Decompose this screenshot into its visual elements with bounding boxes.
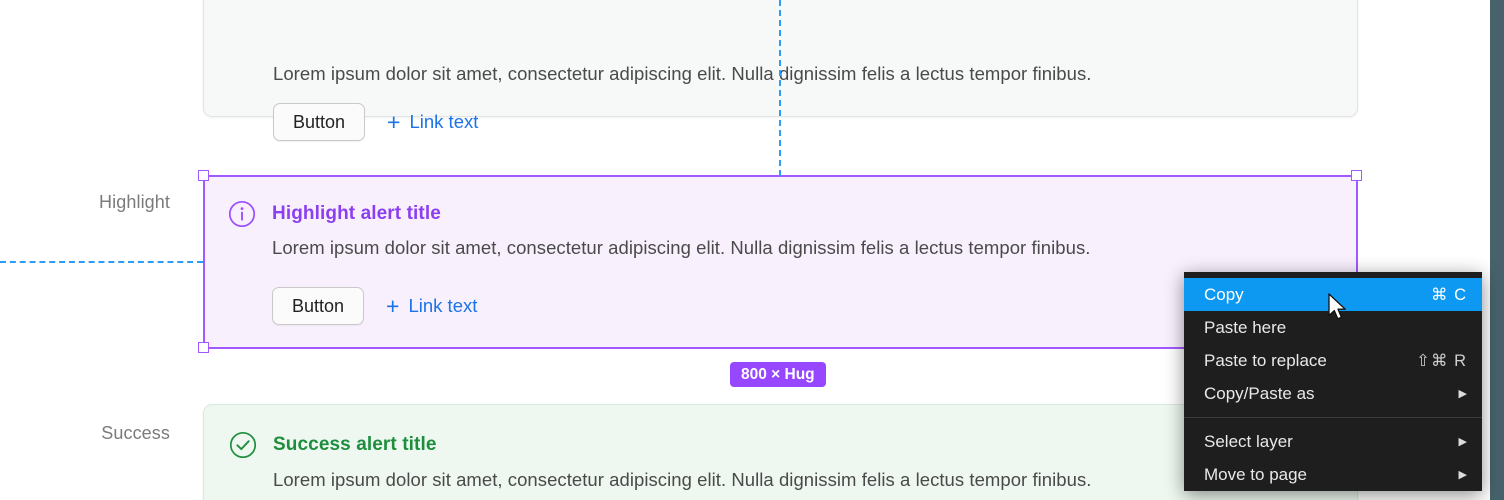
chevron-right-icon: ▶: [1458, 469, 1467, 481]
context-menu-item-move-to-page[interactable]: Move to page ▶: [1184, 458, 1482, 491]
check-circle-icon: [229, 431, 257, 459]
mouse-cursor: [1328, 293, 1350, 328]
selection-handle-top-left[interactable]: [198, 170, 209, 181]
alert-link-label-highlight: Link text: [408, 295, 478, 316]
context-menu-label: Copy: [1204, 284, 1244, 304]
selection-handle-top-right[interactable]: [1351, 170, 1362, 181]
selection-size-badge: 800 × Hug: [730, 362, 826, 387]
selection-handle-bottom-left[interactable]: [198, 342, 209, 353]
info-circle-icon: [228, 200, 256, 228]
plus-icon: +: [386, 292, 400, 319]
selection-edge-bottom: [203, 347, 1358, 349]
alert-actions-neutral: Button + Link text: [273, 103, 478, 141]
alert-card-success[interactable]: Success alert title Lorem ipsum dolor si…: [203, 404, 1358, 500]
context-menu-item-select-layer[interactable]: Select layer ▶: [1184, 425, 1482, 458]
selection-edge-top: [203, 175, 1358, 177]
context-menu-label: Paste here: [1204, 317, 1287, 337]
context-menu[interactable]: Copy ⌘ C Paste here Paste to replace ⇧⌘ …: [1184, 272, 1482, 491]
alert-link-label-neutral: Link text: [409, 111, 479, 132]
right-panel-rail: [1490, 0, 1504, 500]
alert-button-highlight[interactable]: Button: [272, 287, 365, 325]
alert-link-neutral[interactable]: + Link text: [387, 108, 479, 135]
alert-button-neutral[interactable]: Button: [273, 103, 366, 141]
row-label-highlight: Highlight: [99, 192, 170, 212]
alert-link-highlight[interactable]: + Link text: [386, 292, 478, 319]
alert-title-highlight: Highlight alert title: [272, 203, 441, 224]
context-menu-item-copy-paste-as[interactable]: Copy/Paste as ▶: [1184, 377, 1482, 410]
context-menu-shortcut: ⌘ C: [1431, 285, 1467, 304]
chevron-right-icon: ▶: [1458, 388, 1467, 400]
context-menu-item-paste-here[interactable]: Paste here: [1184, 311, 1482, 344]
guide-horizontal: [0, 261, 203, 263]
context-menu-label: Select layer: [1204, 431, 1293, 451]
alert-card-highlight[interactable]: Highlight alert title Lorem ipsum dolor …: [203, 175, 1358, 348]
context-menu-label: Move to page: [1204, 464, 1308, 484]
context-menu-label: Copy/Paste as: [1204, 383, 1315, 403]
selection-edge-right: [1356, 175, 1358, 349]
alert-title-success: Success alert title: [273, 434, 437, 455]
context-menu-label: Paste to replace: [1204, 350, 1327, 370]
alert-actions-highlight: Button + Link text: [272, 287, 477, 325]
chevron-right-icon: ▶: [1458, 436, 1467, 448]
alert-body-highlight: Lorem ipsum dolor sit amet, consectetur …: [272, 237, 1091, 258]
selection-edge-left: [203, 175, 205, 349]
alert-body-neutral: Lorem ipsum dolor sit amet, consectetur …: [273, 63, 1092, 84]
row-label-success: Success: [101, 423, 170, 443]
context-menu-shortcut: ⇧⌘ R: [1416, 351, 1467, 370]
plus-icon: +: [387, 108, 401, 135]
guide-vertical: [779, 0, 781, 176]
context-menu-item-paste-to-replace[interactable]: Paste to replace ⇧⌘ R: [1184, 344, 1482, 377]
context-menu-separator: [1184, 417, 1482, 418]
alert-body-success: Lorem ipsum dolor sit amet, consectetur …: [273, 469, 1092, 490]
